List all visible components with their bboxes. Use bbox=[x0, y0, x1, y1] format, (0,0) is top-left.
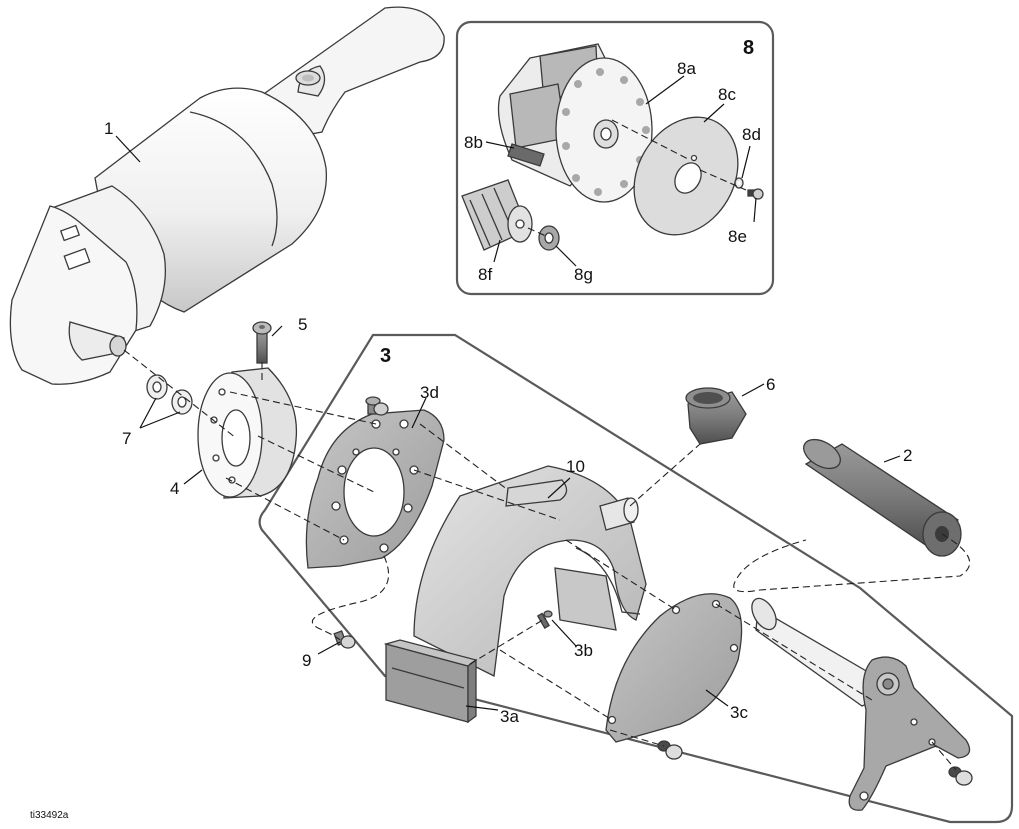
front-plate-part bbox=[605, 593, 743, 743]
cutter-roll-part bbox=[461, 179, 533, 251]
callout-5: 5 bbox=[298, 315, 307, 334]
callout-1: 1 bbox=[104, 119, 113, 138]
hub-part bbox=[197, 367, 298, 499]
callout-3c: 3c bbox=[730, 703, 748, 722]
washer-8g-part bbox=[538, 225, 560, 251]
group-label-3: 3 bbox=[380, 345, 391, 367]
callout-8c: 8c bbox=[718, 85, 736, 104]
front-plate-screw-part bbox=[657, 740, 683, 760]
plate-screw-part bbox=[365, 396, 389, 416]
callout-4: 4 bbox=[170, 479, 179, 498]
drum-pin-part bbox=[507, 143, 545, 167]
shield-part bbox=[413, 465, 647, 677]
sleeve-part bbox=[685, 387, 747, 445]
motor-part bbox=[9, 6, 445, 385]
callout-8e: 8e bbox=[728, 227, 747, 246]
callout-8a: 8a bbox=[677, 59, 696, 78]
callout-2: 2 bbox=[903, 446, 912, 465]
arm-screw-part bbox=[948, 766, 973, 786]
callout-10: 10 bbox=[566, 457, 585, 476]
small-screw-8e-part bbox=[747, 188, 764, 200]
roller-part bbox=[803, 438, 962, 557]
callout-8b: 8b bbox=[464, 133, 483, 152]
callout-8g: 8g bbox=[574, 265, 593, 284]
callout-6: 6 bbox=[766, 375, 775, 394]
small-screw-3b-part bbox=[536, 610, 553, 629]
cap-screw-part bbox=[252, 321, 272, 364]
assembly-3-frame bbox=[258, 333, 1014, 824]
callout-7: 7 bbox=[122, 429, 131, 448]
callout-8d: 8d bbox=[742, 125, 761, 144]
callout-3d: 3d bbox=[420, 383, 439, 402]
bolt-part bbox=[333, 630, 356, 649]
washer-pair-part bbox=[146, 374, 193, 415]
callout-8f: 8f bbox=[478, 265, 492, 284]
callout-3a: 3a bbox=[500, 707, 519, 726]
small-washer-8d-part bbox=[734, 177, 744, 189]
cutter-drum-part bbox=[497, 43, 653, 203]
cover-disk-part bbox=[633, 116, 739, 236]
group-label-8: 8 bbox=[743, 37, 754, 59]
assembly-center-lines bbox=[123, 119, 971, 771]
leader-lines bbox=[115, 75, 901, 711]
inset-8-frame bbox=[455, 20, 775, 296]
back-plate-part bbox=[305, 409, 445, 569]
callout-3b: 3b bbox=[574, 641, 593, 660]
arm-shaft-part bbox=[751, 597, 971, 811]
drawing-code: ti33492a bbox=[30, 810, 69, 821]
callout-9: 9 bbox=[302, 651, 311, 670]
